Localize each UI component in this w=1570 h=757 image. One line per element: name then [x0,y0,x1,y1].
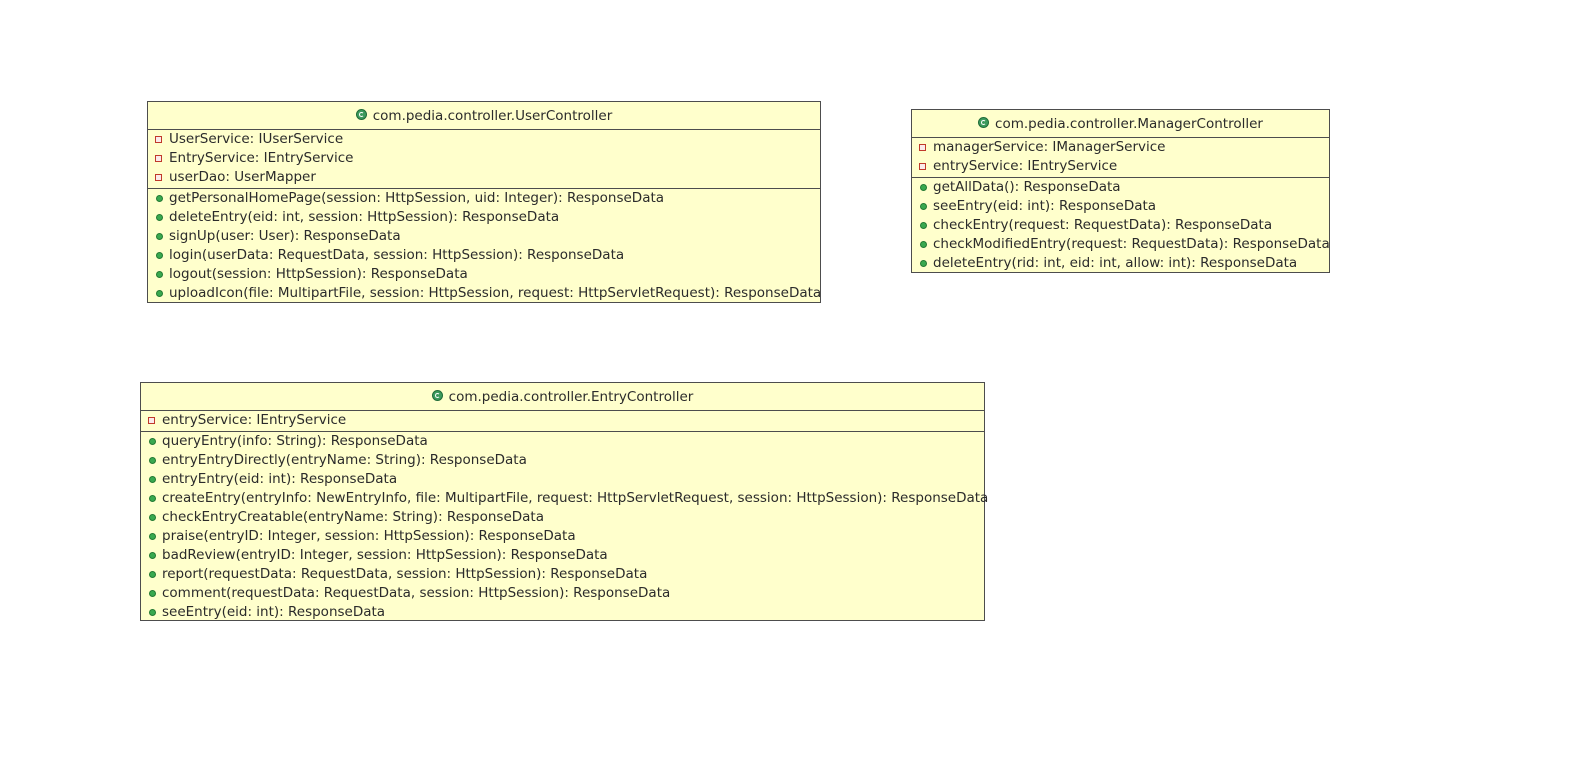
private-field-icon [155,136,162,143]
method-text: badReview(entryID: Integer, session: Htt… [162,547,608,563]
public-method-icon [920,184,927,191]
public-method-icon [920,241,927,248]
public-method-icon [149,552,156,559]
attribute-row[interactable]: userDao: UserMapper [148,168,820,187]
method-row[interactable]: seeEntry(eid: int): ResponseData [141,603,984,622]
method-row[interactable]: report(requestData: RequestData, session… [141,565,984,584]
attribute-text: EntryService: IEntryService [169,150,354,166]
public-method-icon [156,252,163,259]
methods-section: queryEntry(info: String): ResponseData e… [141,432,988,623]
attributes-section: UserService: IUserService EntryService: … [148,130,820,189]
attribute-row[interactable]: entryService: IEntryService [141,411,984,430]
public-method-icon [149,533,156,540]
method-text: login(userData: RequestData, session: Ht… [169,247,625,263]
method-row[interactable]: logout(session: HttpSession): ResponseDa… [148,265,820,284]
attribute-text: entryService: IEntryService [162,412,347,428]
method-text: checkModifiedEntry(request: RequestData)… [933,236,1330,252]
method-row[interactable]: seeEntry(eid: int): ResponseData [912,197,1329,216]
method-text: entryEntry(eid: int): ResponseData [162,471,398,487]
class-header: com.pedia.controller.UserController [148,102,820,130]
method-row[interactable]: queryEntry(info: String): ResponseData [141,432,984,451]
method-row[interactable]: checkEntryCreatable(entryName: String): … [141,508,984,527]
public-method-icon [149,514,156,521]
public-method-icon [149,590,156,597]
public-method-icon [156,271,163,278]
method-text: logout(session: HttpSession): ResponseDa… [169,266,468,282]
class-header: com.pedia.controller.EntryController [141,383,984,411]
method-text: signUp(user: User): ResponseData [169,228,401,244]
method-row[interactable]: comment(requestData: RequestData, sessio… [141,584,984,603]
method-row[interactable]: checkModifiedEntry(request: RequestData)… [912,235,1330,254]
public-method-icon [156,233,163,240]
method-text: seeEntry(eid: int): ResponseData [933,198,1157,214]
method-text: entryEntryDirectly(entryName: String): R… [162,452,527,468]
method-text: checkEntry(request: RequestData): Respon… [933,217,1273,233]
methods-section: getAllData(): ResponseData seeEntry(eid:… [912,178,1330,274]
class-name: com.pedia.controller.UserController [372,107,613,124]
class-box-entry-controller[interactable]: com.pedia.controller.EntryController ent… [140,382,988,623]
method-text: getPersonalHomePage(session: HttpSession… [169,190,665,206]
method-text: getAllData(): ResponseData [933,179,1121,195]
public-method-icon [149,571,156,578]
attributes-section: entryService: IEntryService [141,411,984,432]
private-field-icon [155,174,162,181]
class-header: com.pedia.controller.ManagerController [912,110,1329,138]
method-row[interactable]: praise(entryID: Integer, session: HttpSe… [141,527,984,546]
class-icon [431,390,443,401]
attribute-row[interactable]: EntryService: IEntryService [148,149,820,168]
attribute-text: entryService: IEntryService [933,158,1118,174]
method-row[interactable]: getPersonalHomePage(session: HttpSession… [148,189,820,208]
method-row[interactable]: checkEntry(request: RequestData): Respon… [912,216,1329,235]
attribute-text: UserService: IUserService [169,131,344,147]
class-icon [978,117,990,128]
public-method-icon [156,290,163,297]
private-field-icon [148,417,155,424]
public-method-icon [149,438,156,445]
method-row[interactable]: signUp(user: User): ResponseData [148,227,820,246]
attributes-section: managerService: IManagerService entrySer… [912,138,1329,178]
method-text: createEntry(entryInfo: NewEntryInfo, fil… [162,490,989,506]
public-method-icon [149,609,156,616]
private-field-icon [919,144,926,151]
method-text: deleteEntry(rid: int, eid: int, allow: i… [933,255,1298,271]
method-row[interactable]: entryEntryDirectly(entryName: String): R… [141,451,984,470]
class-name: com.pedia.controller.ManagerController [995,115,1263,132]
method-text: praise(entryID: Integer, session: HttpSe… [162,528,576,544]
method-text: queryEntry(info: String): ResponseData [162,433,428,449]
method-text: deleteEntry(eid: int, session: HttpSessi… [169,209,560,225]
attribute-row[interactable]: UserService: IUserService [148,130,820,149]
method-row[interactable]: entryEntry(eid: int): ResponseData [141,470,984,489]
private-field-icon [919,163,926,170]
private-field-icon [155,155,162,162]
method-text: seeEntry(eid: int): ResponseData [162,604,386,620]
class-icon [355,109,367,120]
attribute-row[interactable]: entryService: IEntryService [912,157,1329,176]
method-row[interactable]: deleteEntry(eid: int, session: HttpSessi… [148,208,820,227]
attribute-text: userDao: UserMapper [169,169,316,185]
method-text: checkEntryCreatable(entryName: String): … [162,509,544,525]
class-name: com.pedia.controller.EntryController [448,388,694,405]
method-row[interactable]: login(userData: RequestData, session: Ht… [148,246,820,265]
method-row[interactable]: createEntry(entryInfo: NewEntryInfo, fil… [141,489,988,508]
attribute-text: managerService: IManagerService [933,139,1166,155]
method-row[interactable]: getAllData(): ResponseData [912,178,1329,197]
method-text: comment(requestData: RequestData, sessio… [162,585,671,601]
attribute-row[interactable]: managerService: IManagerService [912,138,1329,157]
public-method-icon [149,457,156,464]
public-method-icon [149,476,156,483]
method-row[interactable]: badReview(entryID: Integer, session: Htt… [141,546,984,565]
public-method-icon [156,214,163,221]
class-box-user-controller[interactable]: com.pedia.controller.UserController User… [147,101,821,303]
public-method-icon [920,260,927,267]
method-row[interactable]: deleteEntry(rid: int, eid: int, allow: i… [912,254,1329,273]
class-box-manager-controller[interactable]: com.pedia.controller.ManagerController m… [911,109,1330,273]
public-method-icon [156,195,163,202]
method-text: report(requestData: RequestData, session… [162,566,648,582]
methods-section: getPersonalHomePage(session: HttpSession… [148,189,822,304]
method-row[interactable]: uploadIcon(file: MultipartFile, session:… [148,284,822,303]
method-text: uploadIcon(file: MultipartFile, session:… [169,285,822,301]
public-method-icon [920,203,927,210]
public-method-icon [149,495,156,502]
public-method-icon [920,222,927,229]
